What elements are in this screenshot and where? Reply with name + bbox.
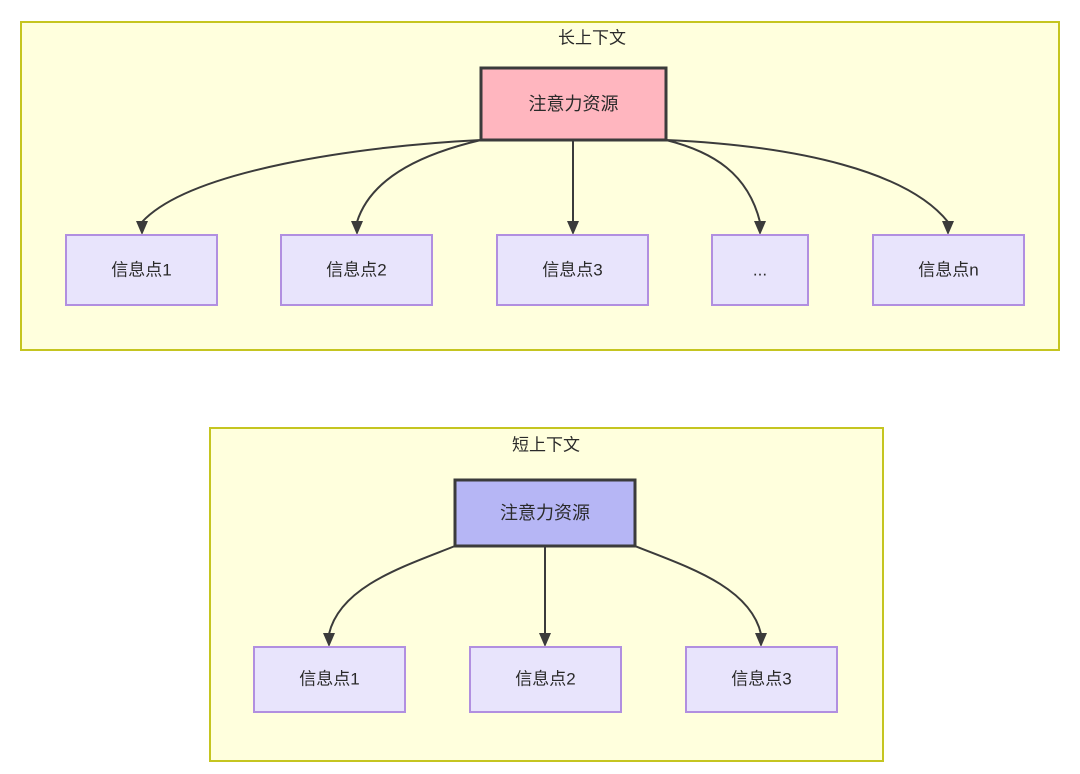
node-info-point-1-short[interactable]: 信息点1 bbox=[253, 646, 406, 713]
node-info-point-ellipsis-long-rect[interactable] bbox=[711, 234, 809, 306]
node-info-point-2-short-label: 信息点2 bbox=[515, 669, 575, 688]
panel-short-context-title: 短上下文 bbox=[512, 435, 580, 454]
arrowhead-info-n bbox=[942, 221, 954, 235]
node-info-point-3-long-rect[interactable] bbox=[496, 234, 649, 306]
panel-long-context-title: 长上下文 bbox=[558, 28, 626, 47]
arrowhead-info-ellipsis bbox=[754, 221, 766, 235]
arrowhead-info-1-short bbox=[323, 633, 335, 647]
node-attention-resource-long-label: 注意力资源 bbox=[529, 94, 619, 114]
node-info-point-n-long[interactable]: 信息点n bbox=[872, 234, 1025, 306]
node-info-point-2-long-label: 信息点2 bbox=[326, 260, 386, 279]
node-info-point-1-short-label: 信息点1 bbox=[299, 669, 359, 688]
node-attention-resource-short-label: 注意力资源 bbox=[500, 503, 590, 523]
edges-short-context bbox=[323, 545, 767, 647]
edge-root-to-info-n bbox=[665, 139, 949, 223]
node-attention-resource-long[interactable]: 注意力资源 bbox=[479, 66, 668, 142]
node-info-point-1-long-rect[interactable] bbox=[65, 234, 218, 306]
node-info-point-3-short-rect[interactable] bbox=[685, 646, 838, 713]
node-info-point-3-short-label: 信息点3 bbox=[731, 669, 791, 688]
edges-long-context bbox=[136, 139, 954, 235]
arrowhead-info-3-short bbox=[755, 633, 767, 647]
arrowhead-info-3 bbox=[567, 221, 579, 235]
node-info-point-2-long[interactable]: 信息点2 bbox=[280, 234, 433, 306]
node-info-point-3-long[interactable]: 信息点3 bbox=[496, 234, 649, 306]
edge-root-to-info-2 bbox=[356, 139, 482, 223]
node-info-point-n-long-label: 信息点n bbox=[918, 260, 978, 279]
node-info-point-3-short[interactable]: 信息点3 bbox=[685, 646, 838, 713]
node-attention-resource-long-rect[interactable] bbox=[479, 66, 668, 142]
node-info-point-ellipsis-long[interactable]: ... bbox=[711, 234, 809, 306]
panel-short-context: 短上下文 注意力资源 信息点1 bbox=[209, 427, 884, 762]
node-info-point-2-short[interactable]: 信息点2 bbox=[469, 646, 622, 713]
node-info-point-2-short-rect[interactable] bbox=[469, 646, 622, 713]
node-info-point-ellipsis-long-label: ... bbox=[753, 260, 767, 279]
panel-long-context: 长上下文 注意力资源 bbox=[20, 21, 1060, 351]
edge-root-to-info-1 bbox=[141, 139, 482, 223]
edge-root-to-info-ellipsis bbox=[665, 139, 761, 223]
node-info-point-3-long-label: 信息点3 bbox=[542, 260, 602, 279]
arrowhead-info-2-short bbox=[539, 633, 551, 647]
arrowhead-info-2 bbox=[351, 221, 363, 235]
node-info-point-1-long[interactable]: 信息点1 bbox=[65, 234, 218, 306]
arrowhead-info-1 bbox=[136, 221, 148, 235]
node-info-point-1-short-rect[interactable] bbox=[253, 646, 406, 713]
edge-root-to-info-3-short bbox=[634, 545, 762, 635]
node-attention-resource-short-rect[interactable] bbox=[453, 478, 637, 548]
node-attention-resource-short[interactable]: 注意力资源 bbox=[453, 478, 637, 548]
node-info-point-2-long-rect[interactable] bbox=[280, 234, 433, 306]
node-info-point-n-long-rect[interactable] bbox=[872, 234, 1025, 306]
edge-root-to-info-1-short bbox=[328, 545, 456, 635]
node-info-point-1-long-label: 信息点1 bbox=[111, 260, 171, 279]
